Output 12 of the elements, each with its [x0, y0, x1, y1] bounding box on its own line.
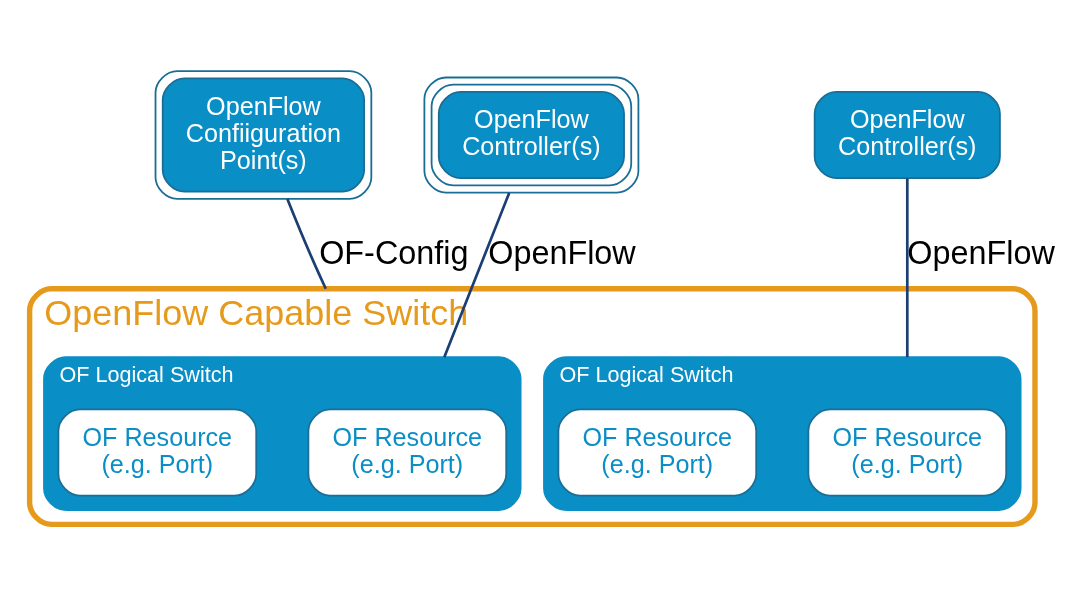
node-box: OF Resource (e.g. Port)	[807, 407, 1008, 497]
connector	[443, 191, 511, 358]
node-box: OpenFlow Controller(s)	[423, 76, 640, 193]
node-box: OF Resource (e.g. Port)	[557, 407, 758, 497]
edge-label: OpenFlow	[488, 234, 636, 271]
node-box: OpenFlow Controller(s)	[813, 90, 1001, 179]
node-box: OF Resource (e.g. Port)	[57, 407, 258, 497]
node-box: OpenFlow Confiiguration Point(s)	[154, 69, 373, 200]
edge-label: OF-Config	[319, 234, 469, 271]
node-box: OF Resource (e.g. Port)	[307, 407, 508, 497]
connector	[905, 178, 909, 357]
connector	[286, 197, 327, 289]
